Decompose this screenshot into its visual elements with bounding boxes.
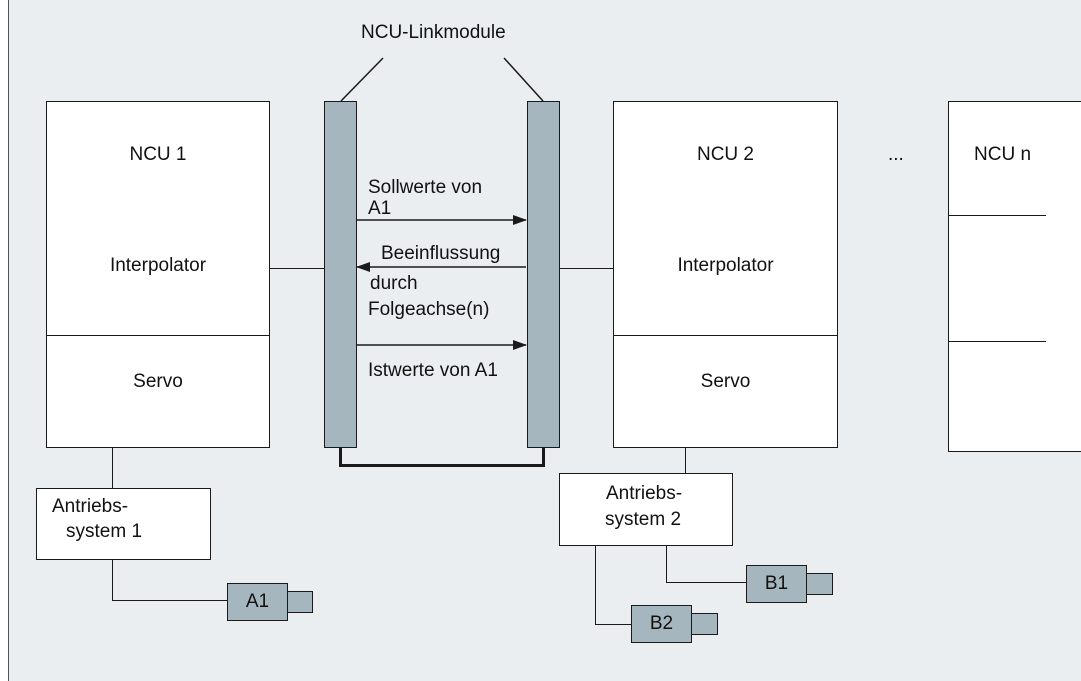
ncu2-link-connector (560, 268, 613, 269)
link-module-right (527, 101, 560, 448)
ncu2-servo: Servo (700, 371, 751, 392)
ncu1-link-connector (270, 268, 324, 269)
ncu2-interpolator: Interpolator (677, 255, 774, 276)
ncu1-drive-connector (112, 448, 113, 488)
drive2-label-2: system 2 (605, 509, 682, 530)
motor-a1 (227, 583, 288, 621)
more-ncus-ellipsis: ... (888, 144, 904, 165)
link-module-left (324, 101, 357, 448)
title-pointer-right (503, 57, 544, 102)
ncu2-divider (613, 335, 838, 336)
drive1-motor-horizontal (112, 600, 227, 601)
beeinflussung-label-2: durch (370, 273, 418, 294)
beeinflussung-label-1: Beeinflussung (381, 243, 501, 264)
ncu1-interpolator: Interpolator (109, 255, 207, 276)
istwerte-label: Istwerte von A1 (368, 360, 498, 381)
motor-a1-label: A1 (245, 591, 270, 612)
motor-b1-label: B1 (764, 573, 789, 594)
motor-b2-shaft (691, 613, 718, 635)
beeinflussung-label-3: Folgeachse(n) (368, 299, 490, 320)
drive-system-1 (36, 488, 211, 560)
title-pointer-left (340, 57, 384, 102)
ncun-divider-2 (948, 341, 1046, 342)
drive2-b1-vertical (666, 546, 667, 582)
ncu1-title: NCU 1 (129, 144, 187, 165)
motor-b1-shaft (806, 573, 833, 595)
drive2-b2-horizontal (595, 624, 631, 625)
link-cable-left (339, 448, 342, 466)
sollwerte-label-2: A1 (368, 198, 392, 219)
ncun-divider-1 (948, 215, 1046, 216)
motor-b2 (631, 605, 692, 643)
ncu1-divider (46, 335, 270, 336)
motor-b1 (746, 565, 807, 603)
drive2-label-1: Antriebs- (606, 483, 683, 504)
drive1-label-1: Antriebs- (52, 496, 129, 517)
ncun-box (948, 101, 1081, 452)
ncu1-servo: Servo (133, 371, 183, 392)
motor-a1-shaft (287, 591, 313, 613)
link-modules-title: NCU-Linkmodule (361, 22, 506, 43)
link-cable-bottom (339, 464, 545, 467)
drive2-b1-horizontal (666, 582, 746, 583)
ncu2-title: NCU 2 (696, 144, 754, 165)
link-cable-right (542, 448, 545, 466)
drive2-b2-vertical (595, 546, 596, 624)
motor-b2-label: B2 (649, 613, 674, 634)
drive-system-2 (559, 473, 733, 546)
ncu1-box (46, 101, 270, 448)
drive1-motor-vertical (112, 560, 113, 600)
ncu2-box (613, 101, 838, 448)
ncun-title: NCU n (974, 144, 1032, 165)
drive1-label-2: system 1 (66, 521, 143, 542)
ncu2-drive-connector (685, 448, 686, 473)
sollwerte-label-1: Sollwerte von (368, 177, 483, 198)
